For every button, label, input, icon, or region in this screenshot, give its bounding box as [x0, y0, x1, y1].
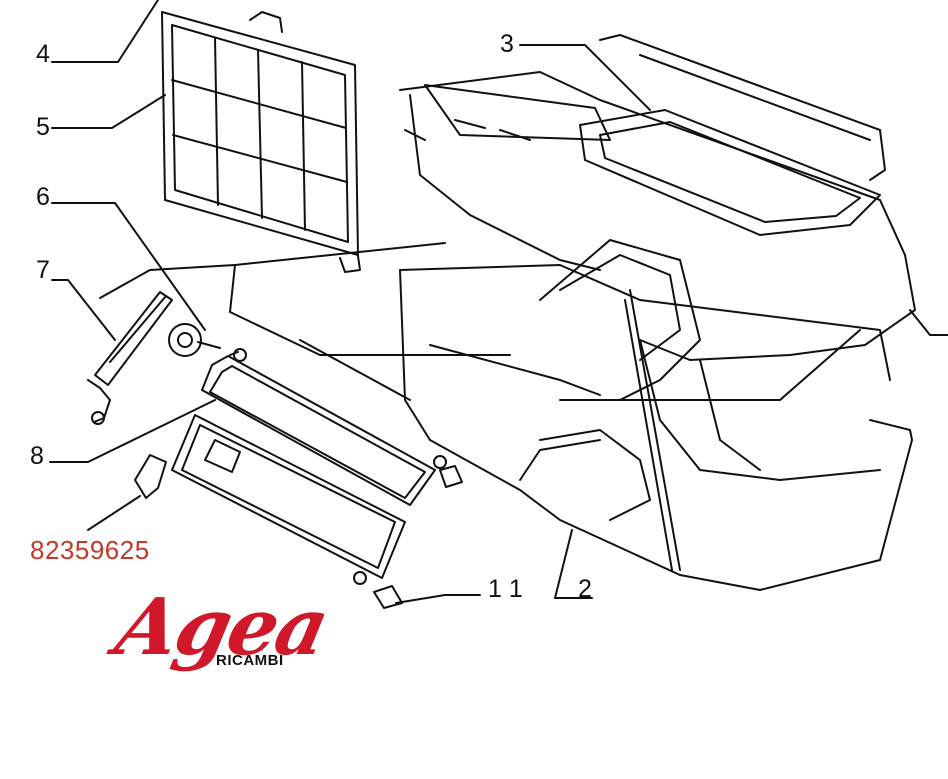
callout-4: 4 — [36, 40, 50, 68]
filter-panel-part-5 — [161, 11, 361, 273]
heater-housing — [399, 34, 916, 591]
callout-11: 1 1 — [488, 575, 523, 603]
callout-8: 8 — [30, 442, 44, 470]
actuator-part-7 — [87, 291, 221, 425]
leader-lines — [49, 0, 948, 604]
callout-3: 3 — [500, 30, 514, 58]
logo-subtitle: RICAMBI — [216, 652, 284, 669]
callout-2: 2 — [578, 575, 592, 603]
callout-6: 6 — [36, 183, 50, 211]
flap-door-part-8 — [201, 348, 447, 506]
part-number: 82359625 — [30, 535, 150, 565]
callout-5: 5 — [36, 113, 50, 141]
callout-7: 7 — [36, 256, 50, 284]
flap-door-lower — [134, 414, 406, 585]
